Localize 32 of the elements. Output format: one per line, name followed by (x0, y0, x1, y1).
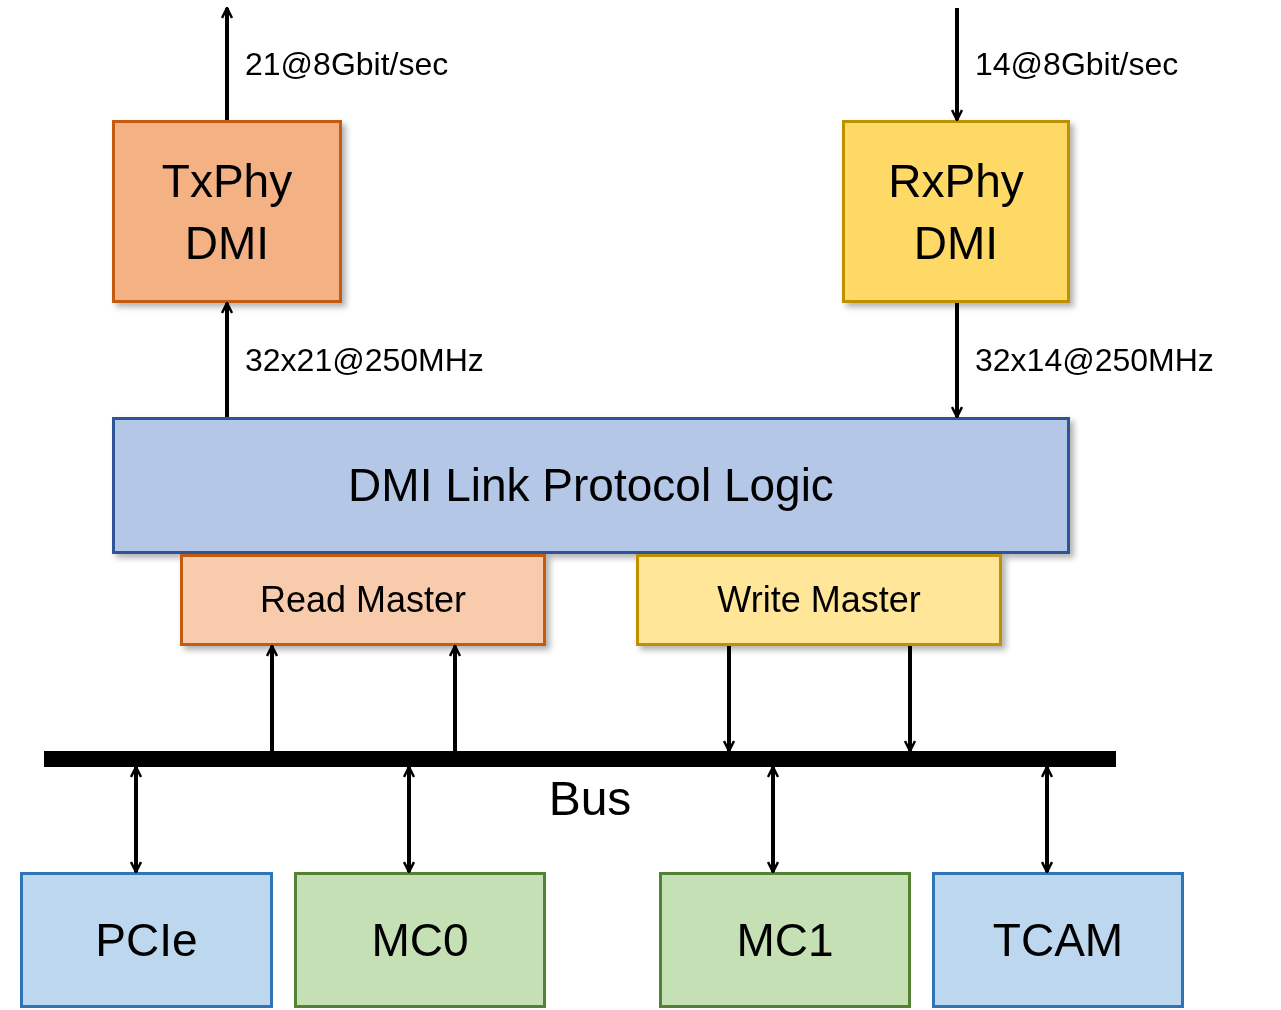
box-label: Read Master (259, 578, 467, 622)
box-label: RxPhy DMI (887, 153, 1025, 271)
master-box (636, 554, 1002, 646)
module-box (294, 872, 546, 1008)
box-label: MC1 (736, 912, 834, 968)
box-label: PCIe (95, 912, 198, 968)
arrow (265, 644, 279, 751)
module-box (932, 872, 1184, 1008)
phy-box (112, 120, 342, 303)
bus-bar (44, 751, 1116, 767)
arrow (950, 8, 964, 122)
arrow (1040, 765, 1054, 874)
box-label: DMI Link Protocol Logic (348, 458, 834, 513)
arrow (220, 6, 234, 120)
arrow (950, 303, 964, 419)
module-box (659, 872, 911, 1008)
box-label: Write Master (717, 578, 921, 622)
master-box (180, 554, 546, 646)
bus-label: Bus (547, 775, 633, 823)
box-label: MC0 (371, 912, 469, 968)
arrow (402, 765, 416, 874)
arrow (903, 646, 917, 753)
module-box (20, 872, 273, 1008)
arrow (766, 765, 780, 874)
box-label: TxPhy DMI (160, 153, 294, 271)
arrow (448, 644, 462, 751)
arrow (722, 646, 736, 753)
logic-box (112, 417, 1070, 554)
box-label: TCAM (992, 912, 1124, 968)
phy-box (842, 120, 1070, 303)
arrow (220, 301, 234, 417)
arrow (129, 765, 143, 874)
